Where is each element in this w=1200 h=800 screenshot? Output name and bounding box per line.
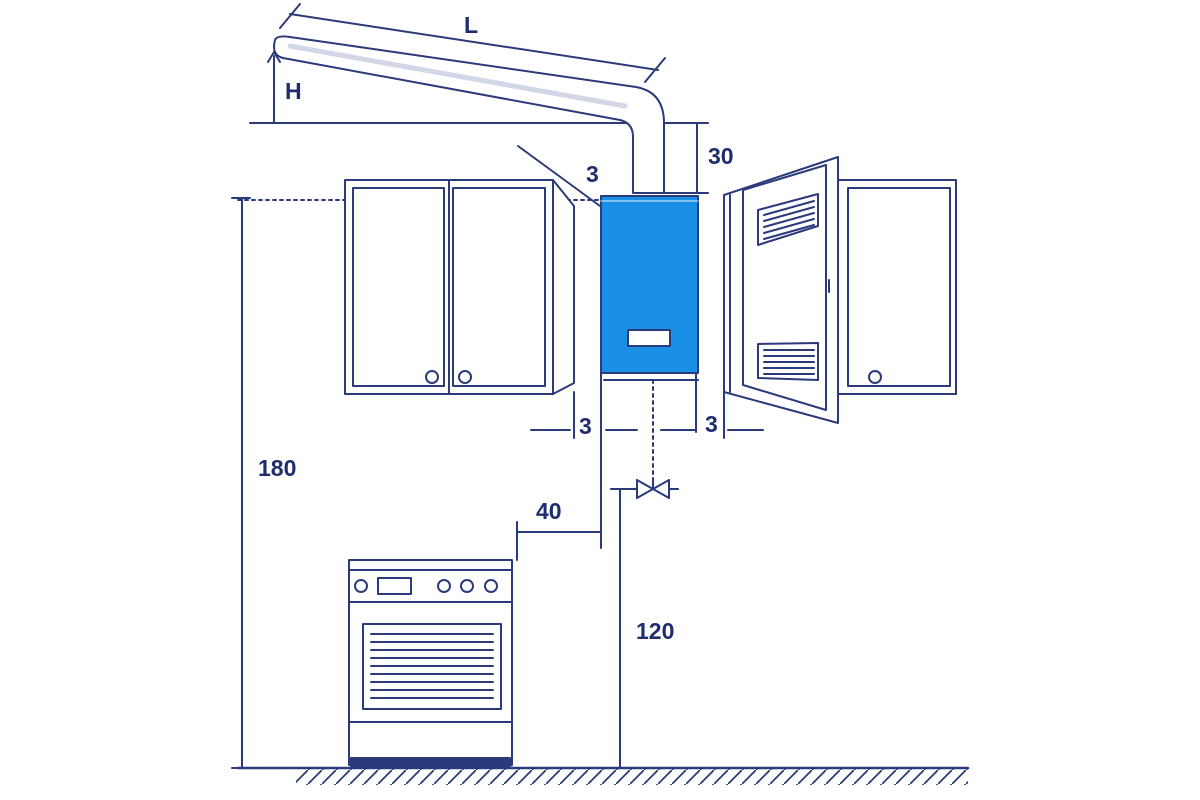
heater-height-label: 180	[258, 455, 297, 481]
heater-display	[627, 329, 671, 347]
right-side-gap-label: 3	[705, 411, 718, 437]
flue-duct	[273, 35, 665, 194]
left-wall-cabinet	[344, 179, 575, 395]
top-side-gap-label: 3	[586, 161, 599, 187]
stove-distance-label: 40	[536, 498, 562, 524]
door-vent-bottom	[757, 342, 819, 381]
duct-height-label: H	[285, 78, 302, 104]
flue-duct-shade	[287, 43, 628, 109]
door-vent-top	[757, 193, 819, 246]
ceiling-clearance-label: 30	[708, 143, 734, 169]
open-cabinet-door	[723, 156, 839, 424]
gas-water-heater	[600, 195, 699, 381]
gas-valve-height-label: 120	[636, 618, 675, 644]
left-side-gap-label: 3	[579, 413, 592, 439]
floor-hatching	[296, 769, 968, 785]
duct-length-label: L	[464, 12, 479, 38]
l-dimension-line	[289, 13, 659, 71]
right-wall-cabinet	[830, 169, 957, 395]
stove	[348, 559, 513, 767]
top-gap-leader	[517, 145, 601, 207]
